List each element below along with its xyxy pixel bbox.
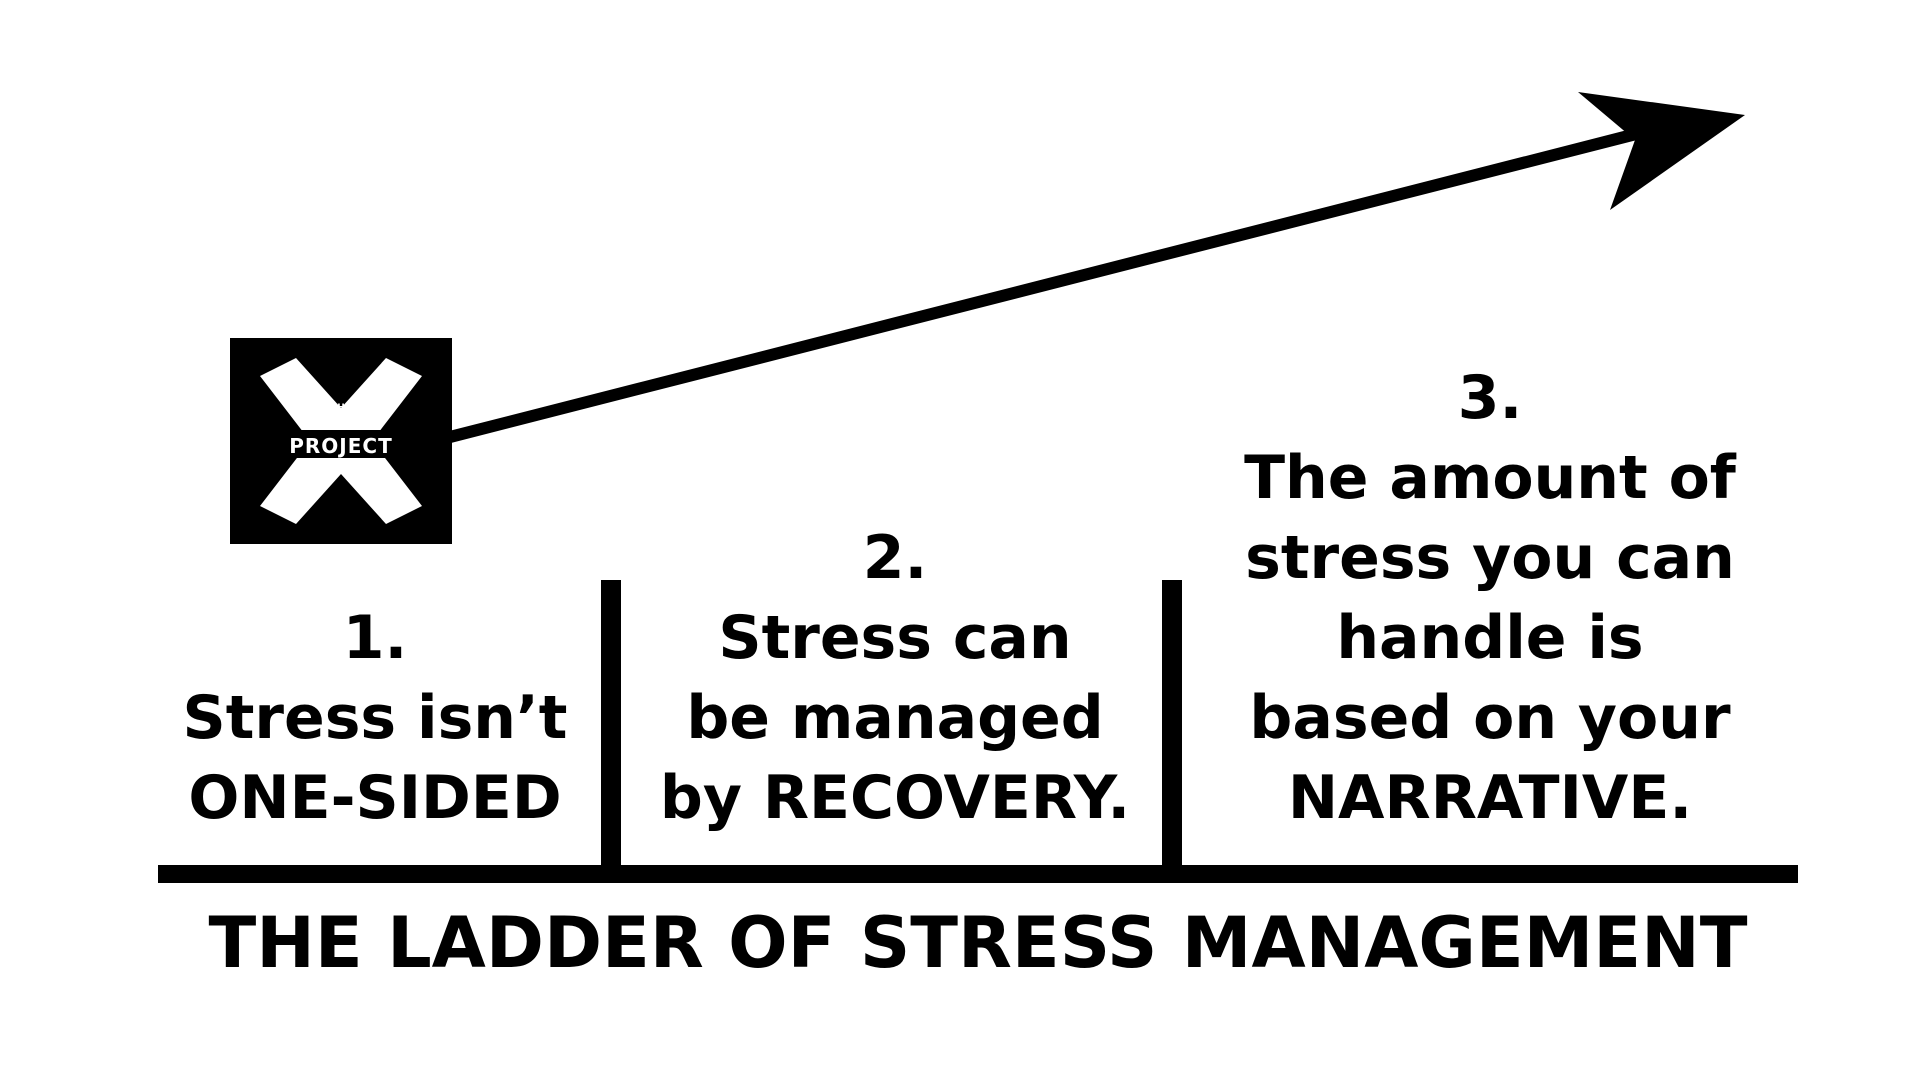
step-2: 2. Stress can be managed by RECOVERY. [630, 518, 1160, 838]
step-2-line-1: Stress can [718, 603, 1072, 673]
ladder-divider-2 [1162, 580, 1182, 870]
step-3-line-1: The amount of [1244, 443, 1736, 513]
step-3-line-5: NARRATIVE. [1287, 763, 1693, 833]
step-3-number: 3. [1457, 363, 1523, 433]
project-logo: THE JEFF HEILMAN PROJECT [230, 338, 452, 544]
step-3-line-4: based on your [1249, 683, 1731, 753]
arrow-shaft [444, 127, 1646, 443]
step-3-line-2: stress you can [1245, 523, 1735, 593]
step-2-line-3: by RECOVERY. [659, 763, 1131, 833]
step-1-number: 1. [342, 603, 408, 673]
ladder-divider-1 [601, 580, 621, 870]
ladder-base-line [158, 865, 1798, 883]
logo-line-the: THE [331, 403, 351, 413]
step-1-line-2: ONE-SIDED [188, 763, 562, 833]
arrow-head [1578, 92, 1745, 210]
step-1: 1. Stress isn’t ONE-SIDED [160, 598, 590, 838]
step-3: 3. The amount of stress you can handle i… [1200, 358, 1780, 838]
step-2-number: 2. [862, 523, 928, 593]
step-1-line-1: Stress isn’t [182, 683, 568, 753]
diagram-title: THE LADDER OF STRESS MANAGEMENT [208, 902, 1748, 984]
step-3-line-3: handle is [1336, 603, 1644, 673]
logo-line-name: JEFF HEILMAN [301, 415, 381, 426]
step-2-line-2: be managed [686, 683, 1104, 753]
logo-band [278, 430, 404, 458]
logo-line-project: PROJECT [289, 434, 393, 458]
